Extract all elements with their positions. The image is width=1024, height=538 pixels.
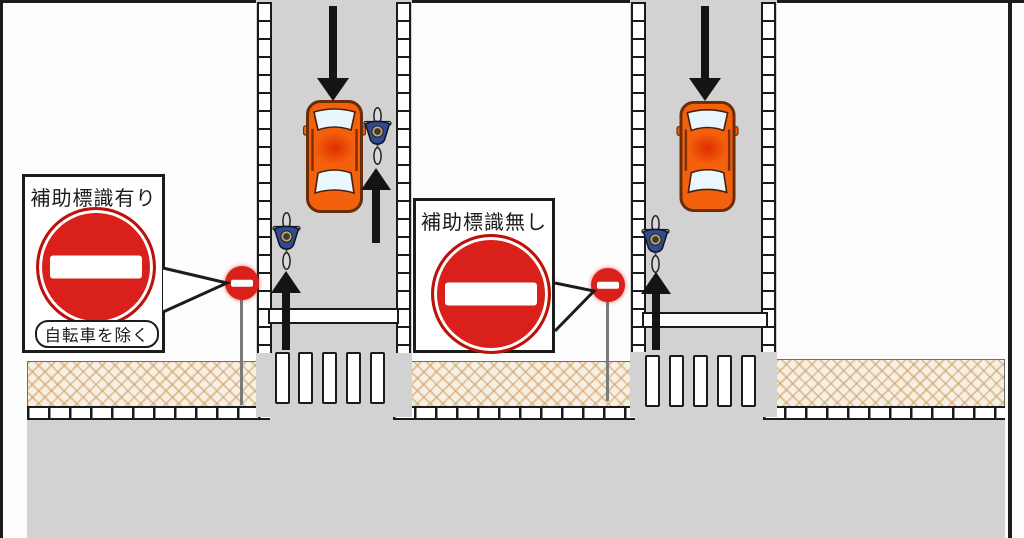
down-arrowhead-icon: [689, 78, 721, 101]
crosswalk-stripe: [370, 352, 385, 404]
callout-title: 補助標識有り: [30, 188, 157, 210]
crosswalk-stripe: [741, 355, 756, 407]
curb-middle: [393, 406, 635, 420]
crosswalk-stripe: [346, 352, 361, 404]
sidewalk-left: [27, 361, 270, 408]
curb-right: [763, 406, 1005, 420]
no-entry-sign-large-icon: [431, 234, 551, 354]
crosswalk-stripe: [669, 355, 684, 407]
car-icon: [303, 100, 366, 213]
crosswalk-stripe: [717, 355, 732, 407]
sidewalk-right: [763, 359, 1005, 408]
stop-line: [642, 312, 768, 328]
road-edge-ladder-left: [257, 2, 272, 353]
no-entry-bar: [231, 279, 253, 287]
road-edge-ladder-right: [761, 2, 776, 352]
supplementary-plate: 自転車を除く: [35, 320, 159, 348]
crosswalk-stripe: [298, 352, 313, 404]
road-edge-ladder-right: [396, 2, 411, 353]
stop-line: [268, 308, 399, 324]
crosswalk-stripe: [645, 355, 660, 407]
callout-tail: [162, 266, 232, 314]
curb-left: [27, 406, 270, 420]
horizontal-road: [27, 417, 1005, 538]
frame-right-line: [1008, 0, 1012, 538]
callout-without-supplementary: 補助標識無し: [413, 198, 555, 354]
no-entry-sign-large-icon: [36, 207, 156, 327]
crosswalk-stripe: [693, 355, 708, 407]
callout-with-supplementary: 補助標識有り 自転車を除く: [22, 174, 165, 353]
up-arrow-icon: [282, 293, 290, 350]
bicycle-icon: [641, 215, 670, 273]
up-arrow-icon: [652, 294, 660, 350]
up-arrow-icon: [372, 190, 380, 243]
up-arrowhead-icon: [271, 271, 301, 293]
no-entry-sign-icon: [591, 268, 625, 302]
no-entry-sign-icon: [225, 266, 259, 300]
sign-pole: [240, 299, 243, 405]
no-entry-bar: [445, 282, 537, 306]
bicycle-icon: [363, 107, 392, 165]
vertical-road-right: [630, 0, 777, 417]
down-arrow-icon: [701, 6, 709, 78]
crosswalk-stripe: [322, 352, 337, 404]
crosswalk-stripe: [275, 352, 290, 404]
sign-pole: [606, 301, 609, 401]
frame-top-line: [0, 0, 1024, 3]
no-entry-bar: [597, 281, 619, 289]
no-entry-bar: [50, 255, 142, 279]
callout-tail: [553, 281, 597, 333]
down-arrowhead-icon: [317, 78, 349, 101]
sidewalk-middle: [393, 361, 635, 408]
car-icon: [676, 100, 739, 213]
callout-title: 補助標識無し: [421, 212, 547, 234]
vertical-road-left: [256, 0, 412, 417]
bicycle-icon: [272, 212, 301, 270]
road-edge-ladder-left: [631, 2, 646, 352]
frame-left-line: [0, 0, 3, 538]
down-arrow-icon: [329, 6, 337, 78]
